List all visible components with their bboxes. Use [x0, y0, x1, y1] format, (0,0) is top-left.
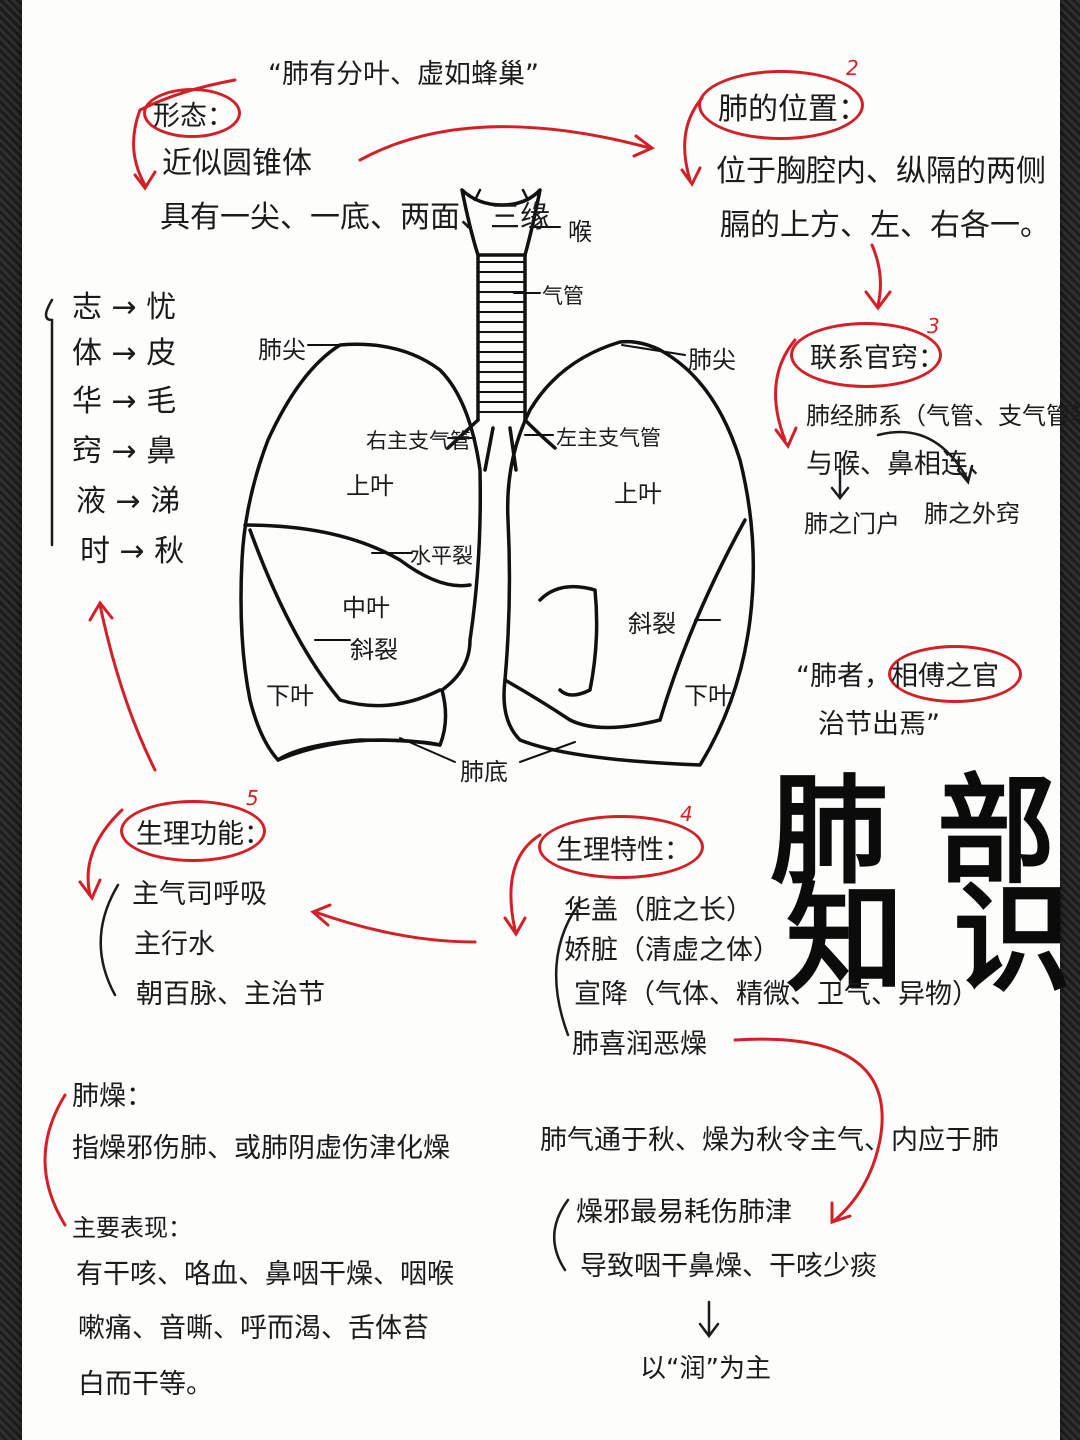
correspondence-row: 窍 → 鼻 — [72, 434, 177, 469]
quote-right-line-2: 治节出焉” — [818, 709, 940, 740]
quote-right-circled: 相傅之官 — [891, 661, 999, 692]
function-circle — [120, 800, 266, 862]
label-trachea: 气管 — [542, 284, 584, 308]
quote-right-prefix: “肺者， — [796, 661, 891, 692]
connection-label: 联系官窍： — [810, 343, 945, 374]
left-lung-outline — [502, 339, 756, 767]
connection-circle — [790, 322, 942, 388]
dryness-symptom-3: 白而干等。 — [78, 1369, 213, 1400]
traits-circle — [538, 815, 704, 879]
traits-line-4: 肺喜润恶燥 — [572, 1029, 707, 1060]
label-apex-right: 肺尖 — [688, 346, 736, 374]
traits-line-3: 宣降（气体、精微、卫气、异物） — [574, 979, 979, 1010]
label-oblique-fissure-right: 斜裂 — [628, 610, 676, 638]
connection-branch-right: 肺之外窍 — [924, 500, 1020, 528]
label-throat: 喉 — [568, 218, 592, 246]
background-right — [1056, 0, 1080, 1440]
traits-label: 生理特性： — [556, 835, 691, 866]
label-middle-lobe: 中叶 — [342, 594, 390, 622]
correspondence-row: 华 → 毛 — [72, 384, 177, 419]
function-line-1: 主气司呼吸 — [132, 879, 267, 910]
label-horizontal-fissure: 水平裂 — [410, 544, 473, 568]
connection-number: 3 — [927, 314, 940, 338]
label-lower-lobe-right: 下叶 — [684, 682, 732, 710]
dryness-symptom-2: 嗽痛、音嘶、呼而渴、舌体苔 — [78, 1313, 429, 1344]
quote-circle — [888, 645, 1022, 703]
autumn-line-2: 燥邪最易耗伤肺津 — [576, 1197, 792, 1228]
label-oblique-fissure-left: 斜裂 — [350, 636, 398, 664]
correspondence-row: 液 → 涕 — [76, 484, 181, 519]
label-base: 肺底 — [460, 758, 508, 786]
connection-line-2: 与喉、鼻相连、 — [806, 449, 995, 480]
quote-top: “肺有分叶、虚如蜂巢” — [268, 59, 539, 90]
background-left — [0, 0, 24, 1440]
trachea-shape — [476, 253, 527, 422]
label-left-main-bronchus: 左主支气管 — [556, 426, 661, 450]
form-line-2: 具有一尖、一底、两面、三缘 — [160, 200, 550, 235]
autumn-line-3: 导致咽干鼻燥、干咳少痰 — [580, 1251, 877, 1282]
dryness-definition: 指燥邪伤肺、或肺阴虚伤津化燥 — [72, 1133, 450, 1164]
label-upper-lobe-right: 上叶 — [614, 480, 662, 508]
larynx-shape — [460, 188, 542, 257]
correspondence-row: 志 → 忧 — [72, 290, 177, 325]
connection-branch-left: 肺之门户 — [804, 510, 900, 538]
function-line-3: 朝百脉、主治节 — [136, 979, 325, 1010]
connection-line-1: 肺经肺系（气管、支气管等） — [806, 402, 1080, 430]
label-right-main-bronchus: 右主支气管 — [366, 429, 471, 453]
traits-line-2: 娇脏（清虚之体） — [564, 935, 780, 966]
quote-right-line-1: “肺者，相傅之官 — [796, 654, 999, 693]
page-title-line-2: 知 识 — [786, 870, 1076, 1008]
position-number: 2 — [846, 56, 859, 80]
form-line-1: 近似圆锥体 — [162, 146, 312, 181]
correspondence-row: 体 → 皮 — [72, 336, 177, 371]
form-circle — [143, 88, 241, 138]
correspondence-row: 时 → 秋 — [80, 534, 185, 569]
function-line-2: 主行水 — [134, 929, 215, 960]
dryness-main-label: 主要表现： — [72, 1214, 192, 1242]
autumn-conclusion: 以“润”为主 — [640, 1354, 771, 1384]
position-line-2: 膈的上方、左、右各一。 — [720, 208, 1050, 243]
page-title-line-1: 肺 部 — [770, 762, 1060, 900]
dryness-symptom-1: 有干咳、咯血、鼻咽干燥、咽喉 — [76, 1259, 454, 1290]
label-apex-left: 肺尖 — [258, 336, 306, 364]
position-circle — [698, 70, 864, 140]
traits-line-1: 华盖（脏之长） — [564, 895, 753, 926]
form-label: 形态： — [153, 101, 234, 132]
function-label: 生理功能： — [136, 819, 271, 850]
label-upper-lobe-left: 上叶 — [346, 472, 394, 500]
label-lower-lobe-left: 下叶 — [266, 682, 314, 710]
function-number: 5 — [246, 786, 259, 810]
autumn-line-1: 肺气通于秋、燥为秋令主气、内应于肺 — [540, 1125, 999, 1156]
traits-number: 4 — [680, 802, 693, 826]
position-line-1: 位于胸腔内、纵隔的两侧 — [716, 154, 1046, 189]
dryness-label: 肺燥： — [72, 1081, 153, 1112]
position-label: 肺的位置： — [718, 92, 868, 127]
notes-page — [22, 0, 1060, 1440]
